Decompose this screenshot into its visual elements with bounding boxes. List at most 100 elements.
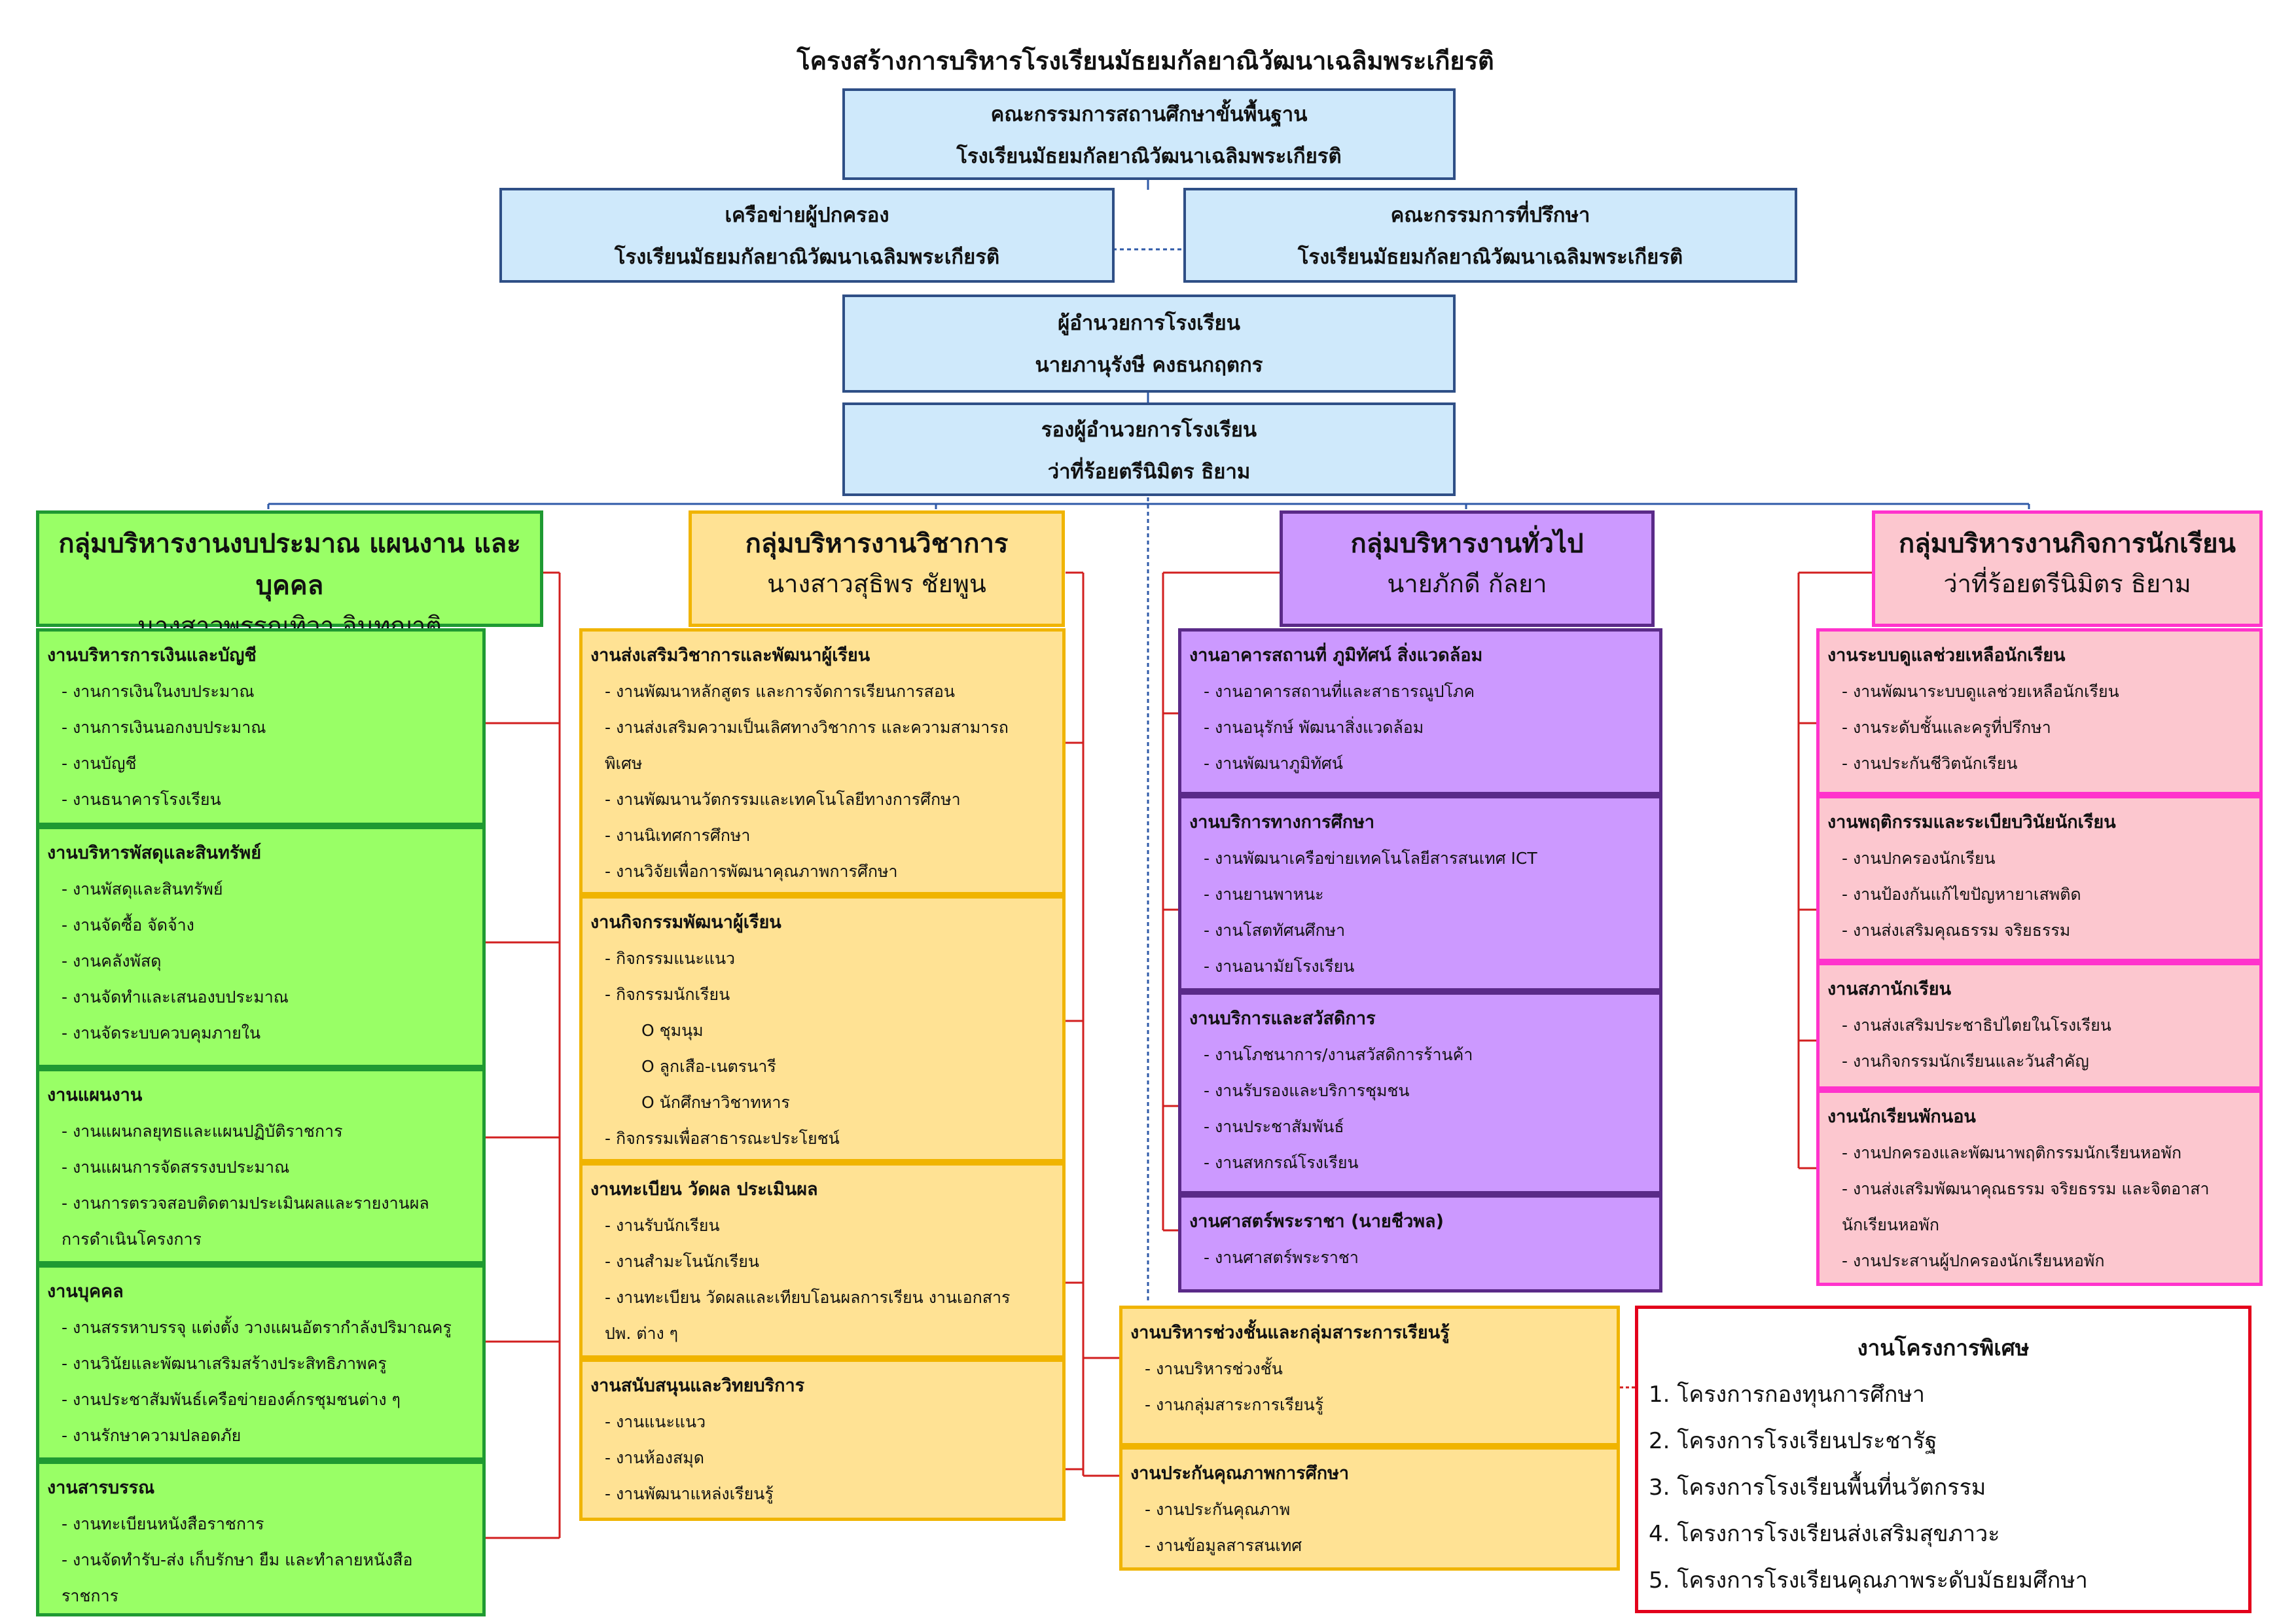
section-title: งานนักเรียนพักนอน [1827, 1107, 1976, 1127]
list-item: - งานปกครองนักเรียน [1842, 849, 1996, 868]
section-title: งานบริหารช่วงชั้นและกลุ่มสาระการเรียนรู้ [1130, 1323, 1450, 1343]
section-title: งานส่งเสริมวิชาการและพัฒนาผู้เรียน [590, 645, 870, 666]
list-item: - งานประชาสัมพันธ์เครือข่ายองค์กรชุมชนต่… [62, 1390, 401, 1409]
list-item: - งานพัฒนาแหล่งเรียนรู้ [605, 1484, 774, 1503]
section-title: งานบริหารพัสดุและสินทรัพย์ [47, 843, 262, 863]
sub-item: O นักศึกษาวิชาทหาร [641, 1093, 790, 1112]
list-item: - งานส่งเสริมพัฒนาคุณธรรม จริยธรรม และจิ… [1842, 1179, 2210, 1234]
group-title-student: กลุ่มบริหารงานกิจการนักเรียน [1899, 529, 2236, 559]
list-item: - งานบัญชี [62, 754, 137, 773]
list-item: - งานจัดซื้อ จัดจ้าง [62, 916, 194, 935]
section-title: งานประกันคุณภาพการศึกษา [1130, 1463, 1350, 1484]
list-item: - งานแผนการจัดสรรงบประมาณ [62, 1158, 290, 1177]
section-personnel: งานบุคคล - งานสรรหาบรรจุ แต่งตั้ง วางแผน… [36, 1264, 486, 1461]
advisors-line2: โรงเรียนมัธยมกัลยาณิวัฒนาเฉลิมพระเกียรติ [1297, 245, 1683, 269]
group-head-academic: นางสาวสุธิพร ชัยพูน [767, 569, 986, 598]
section-welfare: งานบริการและสวัสดิการ - งานโภชนาการ/งานส… [1178, 991, 1662, 1194]
section-title: งานศาสตร์พระราชา (นายชีวพล) [1189, 1211, 1444, 1232]
list-item: - งานอนามัยโรงเรียน [1204, 957, 1355, 976]
group-title-academic: กลุ่มบริหารงานวิชาการ [745, 529, 1009, 559]
committee-line1: คณะกรรมการสถานศึกษาขั้นพื้นฐาน [990, 103, 1308, 126]
advisors-line1: คณะกรรมการที่ปรึกษา [1390, 204, 1590, 227]
parents-line2: โรงเรียนมัธยมกัลยาณิวัฒนาเฉลิมพระเกียรติ [614, 245, 1000, 269]
section-academic-promotion: งานส่งเสริมวิชาการและพัฒนาผู้เรียน - งาน… [579, 628, 1066, 895]
section-dormitory: งานนักเรียนพักนอน - งานปกครองและพัฒนาพฤต… [1816, 1090, 2263, 1286]
deputy-line2: ว่าที่ร้อยตรีนิมิตร ธิยาม [1047, 460, 1251, 484]
committee-box: คณะกรรมการสถานศึกษาขั้นพื้นฐาน โรงเรียนม… [842, 88, 1456, 180]
list-item: - งานส่งเสริมคุณธรรม จริยธรรม [1842, 921, 2071, 940]
section-title: งานบริการทางการศึกษา [1189, 812, 1375, 832]
list-item: - งานกลุ่มสาระการเรียนรู้ [1145, 1395, 1324, 1414]
list-item: - งานธนาคารโรงเรียน [62, 790, 221, 809]
list-item: - งานแผนกลยุทธและแผนปฏิบัติราชการ [62, 1122, 343, 1141]
section-registration: งานทะเบียน วัดผล ประเมินผล - งานรับนักเร… [579, 1162, 1066, 1359]
deputy-director-box: รองผู้อำนวยการโรงเรียน ว่าที่ร้อยตรีนิมิ… [842, 402, 1456, 496]
list-item: - งานสรรหาบรรจุ แต่งตั้ง วางแผนอัตรากำลั… [62, 1318, 452, 1337]
list-item: - งานอนุรักษ์ พัฒนาสิ่งแวดล้อม [1204, 718, 1424, 737]
group-header-budget: กลุ่มบริหารงานงบประมาณ แผนงาน และบุคคล น… [36, 510, 543, 640]
group-head-general: นายภักดี กัลยา [1387, 569, 1547, 598]
group-head-student: ว่าที่ร้อยตรีนิมิตร ธิยาม [1943, 569, 2191, 598]
section-student-council: งานสภานักเรียน - งานส่งเสริมประชาธิปไตยใ… [1816, 962, 2263, 1090]
list-item: - งานห้องสมุด [605, 1448, 704, 1467]
section-title: งานสารบรรณ [47, 1478, 155, 1498]
list-item: 4. โครงการโรงเรียนส่งเสริมสุขภาวะ [1649, 1521, 2000, 1547]
parents-line1: เครือข่ายผู้ปกครอง [725, 204, 889, 227]
list-item: - งานแนะแนว [605, 1412, 706, 1431]
list-item: - งานรับนักเรียน [605, 1216, 720, 1235]
section-title: งานสภานักเรียน [1827, 979, 1952, 999]
section-buildings: งานอาคารสถานที่ ภูมิทัศน์ สิ่งแวดล้อม - … [1178, 628, 1662, 795]
list-item: - งานทะเบียน วัดผลและเทียบโอนผลการเรียน … [605, 1288, 1011, 1343]
group-header-academic: กลุ่มบริหารงานวิชาการ นางสาวสุธิพร ชัยพู… [689, 510, 1065, 627]
list-item: 1. โครงการกองทุนการศึกษา [1649, 1382, 1925, 1408]
list-item: - งานปกครองและพัฒนาพฤติกรรมนักเรียนหอพัก [1842, 1143, 2182, 1162]
list-item: - งานสำมะโนนักเรียน [605, 1252, 759, 1271]
section-quality-assurance: งานประกันคุณภาพการศึกษา - งานประกันคุณภา… [1119, 1446, 1620, 1571]
list-item: - งานอาคารสถานที่และสาธารณูปโภค [1204, 682, 1475, 701]
group-header-student: กลุ่มบริหารงานกิจการนักเรียน ว่าที่ร้อยต… [1872, 510, 2263, 627]
list-item: 5. โครงการโรงเรียนคุณภาพระดับมัธยมศึกษา [1649, 1567, 2088, 1594]
list-item: - งานโภชนาการ/งานสวัสดิการร้านค้า [1204, 1045, 1473, 1064]
list-item: - งานรักษาความปลอดภัย [62, 1426, 242, 1445]
list-item: - งานประกันชีวิตนักเรียน [1842, 754, 2018, 773]
section-title: งานบริหารการเงินและบัญชี [47, 645, 257, 666]
special-projects-title: งานโครงการพิเศษ [1857, 1335, 2030, 1361]
deputy-line1: รองผู้อำนวยการโรงเรียน [1041, 418, 1257, 442]
section-finance: งานบริหารการเงินและบัญชี - งานการเงินในง… [36, 628, 486, 826]
director-box: ผู้อำนวยการโรงเรียน นายภานุรังษี คงธนกฤต… [842, 294, 1456, 393]
section-title: งานอาคารสถานที่ ภูมิทัศน์ สิ่งแวดล้อม [1189, 645, 1483, 666]
list-item: - งานส่งเสริมประชาธิปไตยในโรงเรียน [1842, 1016, 2111, 1035]
list-item: 2. โครงการโรงเรียนประชารัฐ [1649, 1428, 1937, 1454]
list-item: - งานพัสดุและสินทรัพย์ [62, 880, 223, 899]
list-item: - งานวินัยและพัฒนาเสริมสร้างประสิทธิภาพค… [62, 1354, 387, 1373]
section-title: งานพฤติกรรมและระเบียบวินัยนักเรียน [1827, 812, 2116, 832]
list-item: - งานส่งเสริมความเป็นเลิศทางวิชาการ และค… [605, 718, 1009, 773]
section-title: งานแผนงาน [47, 1085, 143, 1105]
list-item: - งานจัดทำรับ-ส่ง เก็บรักษา ยืม และทำลาย… [62, 1550, 413, 1605]
special-projects-box: งานโครงการพิเศษ 1. โครงการกองทุนการศึกษา… [1635, 1306, 2251, 1613]
list-item: - กิจกรรมแนะแนว [605, 949, 736, 968]
list-item: 3. โครงการโรงเรียนพื้นที่นวัตกรรม [1649, 1474, 1986, 1501]
section-assets: งานบริหารพัสดุและสินทรัพย์ - งานพัสดุและ… [36, 826, 486, 1068]
advisors-box: คณะกรรมการที่ปรึกษา โรงเรียนมัธยมกัลยาณิ… [1183, 188, 1797, 283]
section-kings-philosophy: งานศาสตร์พระราชา (นายชีวพล) - งานศาสตร์พ… [1178, 1194, 1662, 1293]
list-item: - กิจกรรมเพื่อสาธารณะประโยชน์ [605, 1129, 840, 1148]
list-item: - งานประชาสัมพันธ์ [1204, 1117, 1344, 1136]
list-item: - งานยานพาหนะ [1204, 885, 1324, 904]
list-item: - งานพัฒนาหลักสูตร และการจัดการเรียนการส… [605, 682, 955, 701]
list-item: - งานบริหารช่วงชั้น [1145, 1359, 1283, 1378]
section-student-activities: งานกิจกรรมพัฒนาผู้เรียน - กิจกรรมแนะแนว … [579, 895, 1066, 1162]
list-item: - งานศาสตร์พระราชา [1204, 1248, 1359, 1267]
committee-line2: โรงเรียนมัธยมกัลยาณิวัฒนาเฉลิมพระเกียรติ [956, 145, 1342, 168]
list-item: - งานการเงินในงบประมาณ [62, 682, 255, 701]
list-item: - งานสหกรณ์โรงเรียน [1204, 1153, 1359, 1172]
list-item: - งานนิเทศการศึกษา [605, 826, 751, 845]
list-item: - งานโสตทัศนศึกษา [1204, 921, 1346, 940]
list-item: - งานกิจกรรมนักเรียนและวันสำคัญ [1842, 1052, 2089, 1071]
group-title-budget: กลุ่มบริหารงานงบประมาณ แผนงาน และบุคคล [58, 529, 521, 601]
list-item: - งานข้อมูลสารสนเทศ [1145, 1536, 1302, 1555]
list-item: - กิจกรรมนักเรียน [605, 985, 730, 1004]
chart-title: โครงสร้างการบริหารโรงเรียนมัธยมกัลยาณิวั… [797, 46, 1494, 75]
list-item: - งานพัฒนานวัตกรรมและเทคโนโลยีทางการศึกษ… [605, 790, 961, 809]
list-item: - งานคลังพัสดุ [62, 952, 162, 971]
